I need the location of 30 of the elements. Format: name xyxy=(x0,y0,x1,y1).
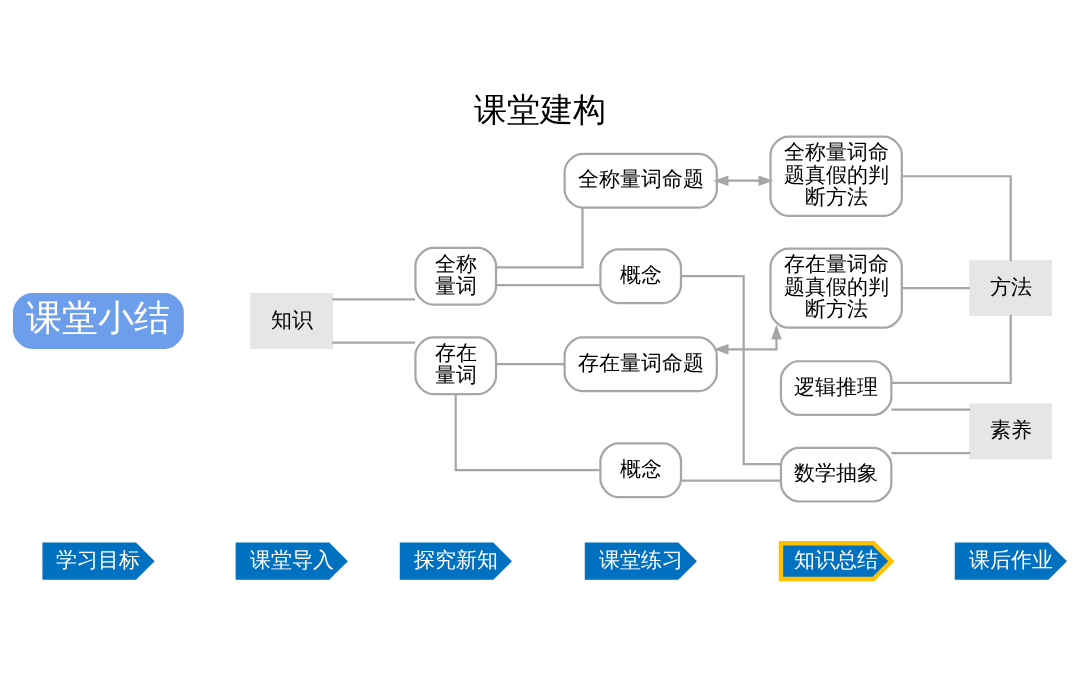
node-box: 存在量词命题真假的判断方法 xyxy=(769,247,903,329)
node-box: 全称量词命题真假的判断方法 xyxy=(769,135,903,217)
connector xyxy=(681,275,781,466)
connector xyxy=(454,394,601,472)
arrow xyxy=(713,175,774,186)
connector xyxy=(496,207,584,269)
node-box: 方法 xyxy=(969,260,1053,317)
node-box: 概念 xyxy=(599,442,683,499)
connector xyxy=(902,175,1012,262)
connector xyxy=(681,479,781,482)
node-box: 概念 xyxy=(599,248,683,305)
connector xyxy=(332,298,416,301)
arrow xyxy=(713,324,782,355)
connector xyxy=(891,315,1012,384)
connector xyxy=(496,363,565,366)
connector xyxy=(891,451,971,455)
node-box: 全称量词 xyxy=(414,246,498,306)
node-box: 全称量词命题 xyxy=(563,152,718,209)
node-box: 知识 xyxy=(250,293,333,349)
connector xyxy=(496,284,601,287)
node-box: 存在量词命题 xyxy=(563,336,718,393)
node-box: 逻辑推理 xyxy=(779,360,893,417)
connector xyxy=(891,408,971,411)
node-box: 课堂小结 xyxy=(12,293,184,349)
connector xyxy=(332,341,416,344)
diagram-title: 课堂建构 xyxy=(474,91,606,130)
node-box: 存在量词 xyxy=(414,336,498,396)
node-box: 数学抽象 xyxy=(779,446,893,503)
node-box: 素养 xyxy=(969,403,1053,460)
connector xyxy=(902,287,970,290)
